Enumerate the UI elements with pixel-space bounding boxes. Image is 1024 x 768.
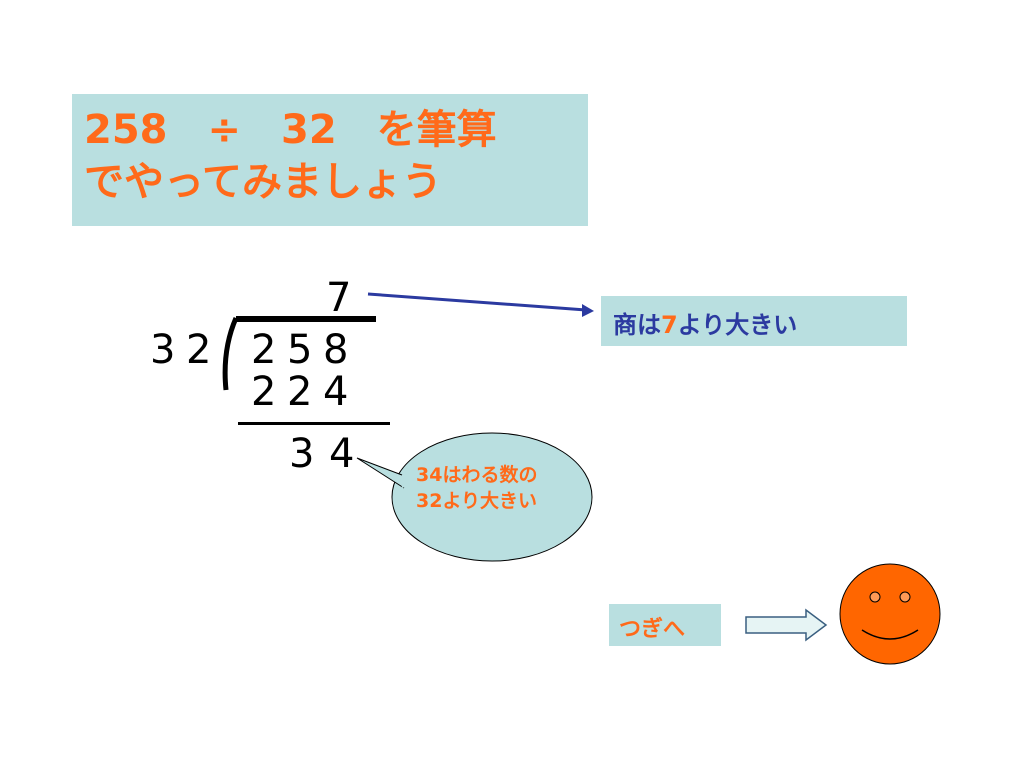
arrow-right-icon <box>367 292 594 317</box>
divisor-digit: 3 <box>150 327 176 373</box>
divisor-digit: 2 <box>186 327 212 373</box>
product-digit: 4 <box>323 369 349 415</box>
speech-bubble-shape <box>356 432 593 562</box>
quotient-note-prefix: 商は <box>613 311 661 339</box>
remainder-digit: 3 <box>289 431 315 477</box>
remainder-digit: 4 <box>329 431 355 477</box>
subtraction-line <box>238 422 390 425</box>
bubble-line-2: 32より大きい <box>416 490 538 512</box>
quotient-note: 商は7より大きい <box>601 296 907 346</box>
quotient-digit: 7 <box>326 275 352 321</box>
division-bar <box>236 316 376 322</box>
speech-bubble: 34はわる数の 32より大きい <box>416 462 586 514</box>
product-digit: 2 <box>287 369 313 415</box>
bubble-line-1: 34はわる数の <box>416 464 538 486</box>
next-button[interactable]: つぎへ <box>609 604 721 646</box>
quotient-note-suffix: より大きい <box>677 311 798 339</box>
block-arrow-right-icon <box>745 608 828 642</box>
product-digit: 2 <box>251 369 277 415</box>
title-box: 258 ÷ 32 を筆算 でやってみましょう <box>72 94 588 226</box>
smiley-face-icon <box>839 563 941 665</box>
next-button-label: つぎへ <box>619 617 686 642</box>
division-bracket <box>222 316 239 391</box>
dividend-digit: 5 <box>287 327 313 373</box>
quotient-note-number: 7 <box>661 311 678 339</box>
title-line-1: 258 ÷ 32 を筆算 <box>84 107 497 153</box>
title-line-2: でやってみましょう <box>84 159 442 205</box>
dividend-digit: 8 <box>323 327 349 373</box>
dividend-digit: 2 <box>251 327 277 373</box>
